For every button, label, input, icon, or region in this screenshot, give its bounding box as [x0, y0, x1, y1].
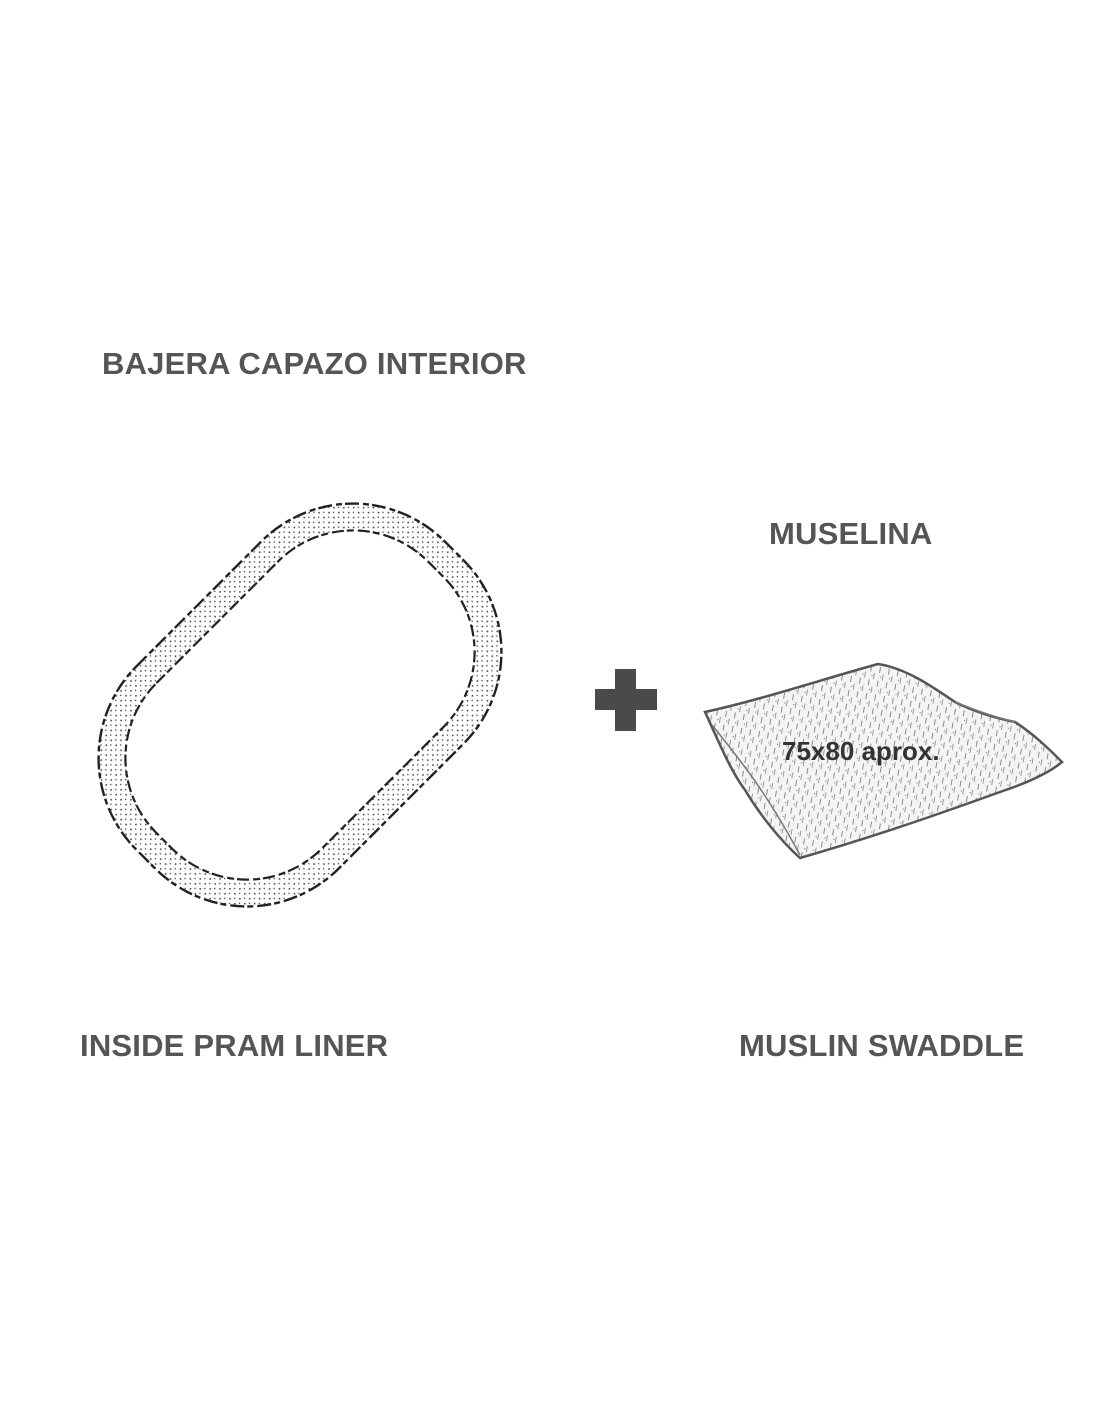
plus-icon: [595, 669, 657, 731]
muslin-title-en: MUSLIN SWADDLE: [739, 1028, 1025, 1063]
pram-liner-illustration: [97, 502, 503, 908]
muslin-size-label: 75x80 aprox.: [782, 736, 940, 766]
folded-muslin-illustration: [703, 662, 1064, 860]
liner-title-en: INSIDE PRAM LINER: [80, 1028, 389, 1063]
plus-icon-vertical-bar: [615, 669, 636, 731]
muslin-title-es: MUSELINA: [769, 516, 933, 551]
liner-title-es: BAJERA CAPAZO INTERIOR: [102, 346, 527, 381]
